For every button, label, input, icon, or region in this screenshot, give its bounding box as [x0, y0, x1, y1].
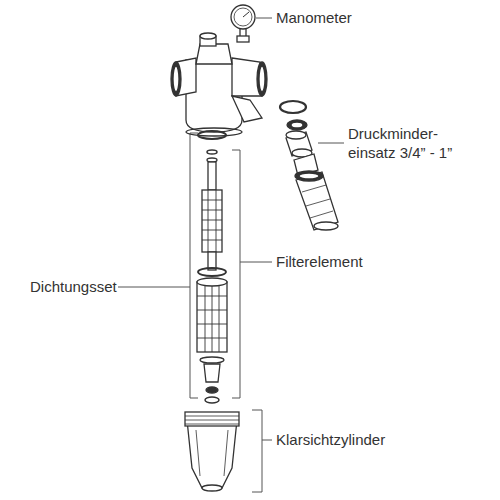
clear-bowl: [185, 412, 239, 491]
part-label: Filterelement: [276, 252, 363, 271]
pressure-reducer-insert: [280, 101, 338, 230]
leader-lines: [118, 18, 344, 440]
filter-housing: [171, 33, 267, 136]
part-label: Manometer: [276, 8, 352, 27]
filter-element: [197, 131, 227, 403]
part-label: Dichtungsset: [30, 277, 117, 296]
part-label: Druckminder- einsatz 3/4” - 1”: [348, 124, 478, 162]
manometer-gauge: [231, 5, 255, 42]
part-label: Klarsichtzylinder: [276, 430, 385, 449]
